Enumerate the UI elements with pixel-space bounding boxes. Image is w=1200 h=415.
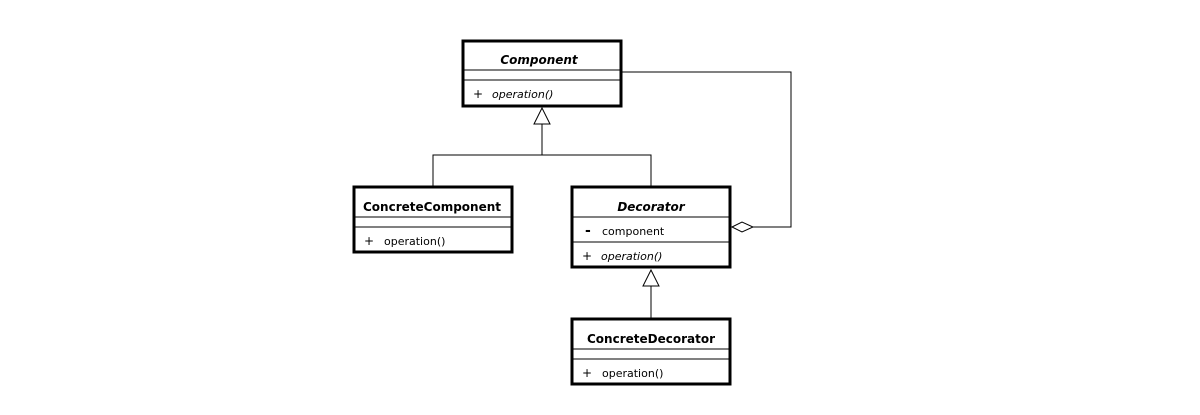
class-box <box>570 185 732 269</box>
aggregation-diamond <box>730 221 755 233</box>
class-component: Component + operation() <box>461 39 623 108</box>
visibility-marker: + <box>364 234 374 248</box>
generalization-arrowhead-decorator <box>642 268 660 287</box>
operation: operation() <box>384 235 445 248</box>
operation: operation() <box>602 367 663 380</box>
connectors <box>432 71 792 318</box>
visibility-marker: - <box>585 223 591 239</box>
operation: operation() <box>601 250 662 263</box>
visibility-marker: + <box>473 87 483 101</box>
class-box <box>570 317 732 386</box>
attribute: component <box>602 225 665 238</box>
class-box <box>461 39 623 108</box>
class-concrete-decorator: ConcreteDecorator + operation() <box>570 317 732 386</box>
visibility-marker: + <box>582 249 592 263</box>
aggregation-edge <box>622 71 792 228</box>
visibility-marker: + <box>582 366 592 380</box>
class-box <box>352 185 514 254</box>
generalization-edge-concrete-component <box>432 154 542 186</box>
generalization-arrowhead-component <box>533 106 551 125</box>
class-decorator: Decorator - component + operation() <box>570 185 732 269</box>
operation: operation() <box>492 88 553 101</box>
class-name: ConcreteComponent <box>363 200 501 214</box>
class-name: ConcreteDecorator <box>587 332 715 346</box>
generalization-edge-decorator <box>542 154 652 186</box>
class-concrete-component: ConcreteComponent + operation() <box>352 185 514 254</box>
class-name: Decorator <box>617 200 685 214</box>
class-name: Component <box>500 53 579 67</box>
